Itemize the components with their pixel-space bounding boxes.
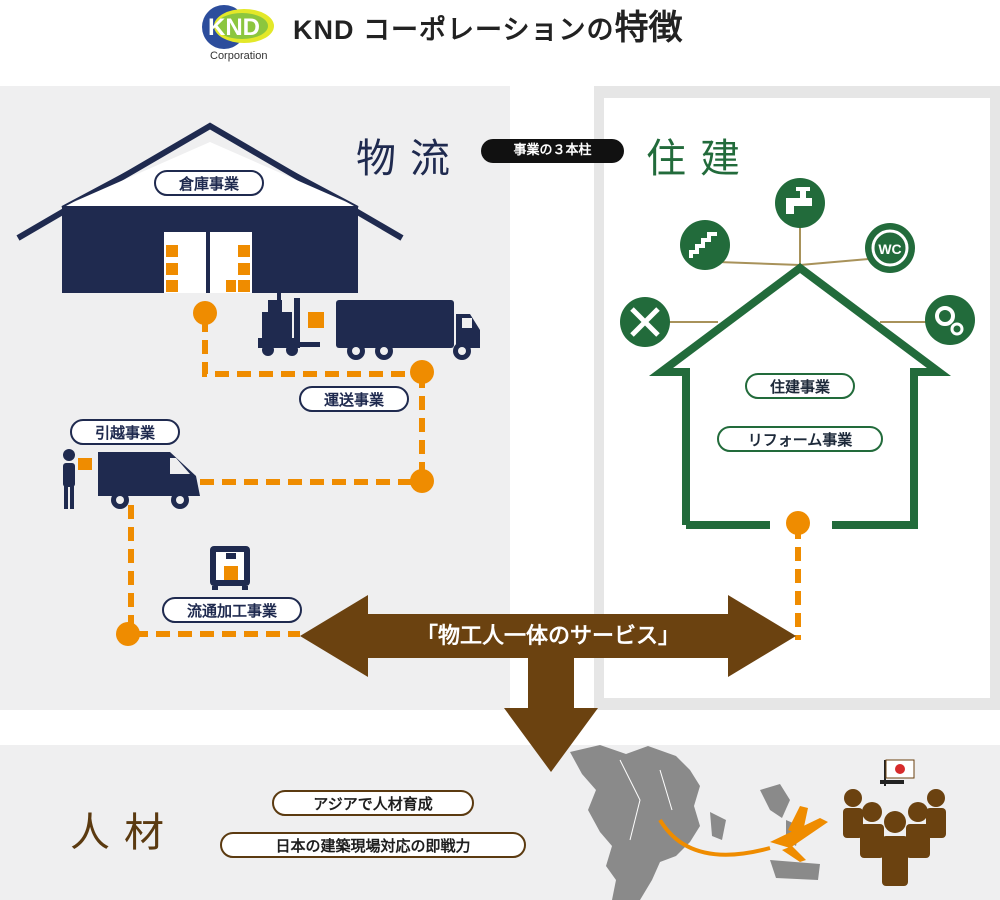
- processing-label: 流通加工事業: [162, 597, 302, 623]
- people-item-1: アジアで人材育成: [272, 790, 474, 816]
- people-panel: [0, 745, 1000, 900]
- reform-label: リフォーム事業: [717, 426, 883, 452]
- warehouse-label: 倉庫事業: [154, 170, 264, 196]
- japan-flag-icon: [884, 759, 915, 786]
- page-title: KND コーポレーションの特徴: [293, 6, 682, 50]
- title-prefix: KND コーポレーションの: [293, 15, 615, 45]
- van-icon: [98, 452, 200, 509]
- construction-label: 住建事業: [745, 373, 855, 399]
- pillars-badge: 事業の３本柱: [481, 139, 624, 163]
- asia-map-icon: [570, 745, 820, 900]
- wc-icon: WC: [865, 223, 915, 273]
- logistics-connectors: [128, 318, 801, 640]
- gears-icon: [925, 295, 975, 345]
- people-heading: 人材: [70, 810, 178, 856]
- transport-label: 運送事業: [299, 386, 409, 412]
- connector-nodes: [116, 301, 810, 646]
- moving-label: 引越事業: [70, 419, 180, 445]
- warehouse-icon: [16, 122, 404, 293]
- people-item-2: 日本の建築現場対応の即戦力: [220, 832, 526, 858]
- title-main: 特徴: [614, 8, 683, 48]
- logo: KND Corporation: [198, 2, 278, 62]
- logo-subtext: Corporation: [210, 50, 267, 62]
- logo-mark: KND Corporation: [202, 5, 274, 62]
- workers-icon: [843, 780, 946, 886]
- tools-icon: [620, 297, 670, 347]
- service-arrow: [300, 595, 796, 772]
- airplane-icon: [770, 806, 828, 862]
- box-machine-icon: [210, 546, 250, 590]
- logo-text: KND: [208, 14, 260, 41]
- wc-label: WC: [878, 241, 901, 257]
- forklift-icon: [258, 292, 324, 356]
- service-text: 「物工人一体のサービス」: [415, 624, 680, 649]
- housing-heading: 住建: [646, 136, 754, 182]
- logistics-heading: 物流: [356, 136, 464, 182]
- truck-icon: [336, 300, 480, 360]
- person-icon: [63, 449, 92, 509]
- faucet-icon: [775, 178, 825, 228]
- stairs-icon: [680, 220, 730, 270]
